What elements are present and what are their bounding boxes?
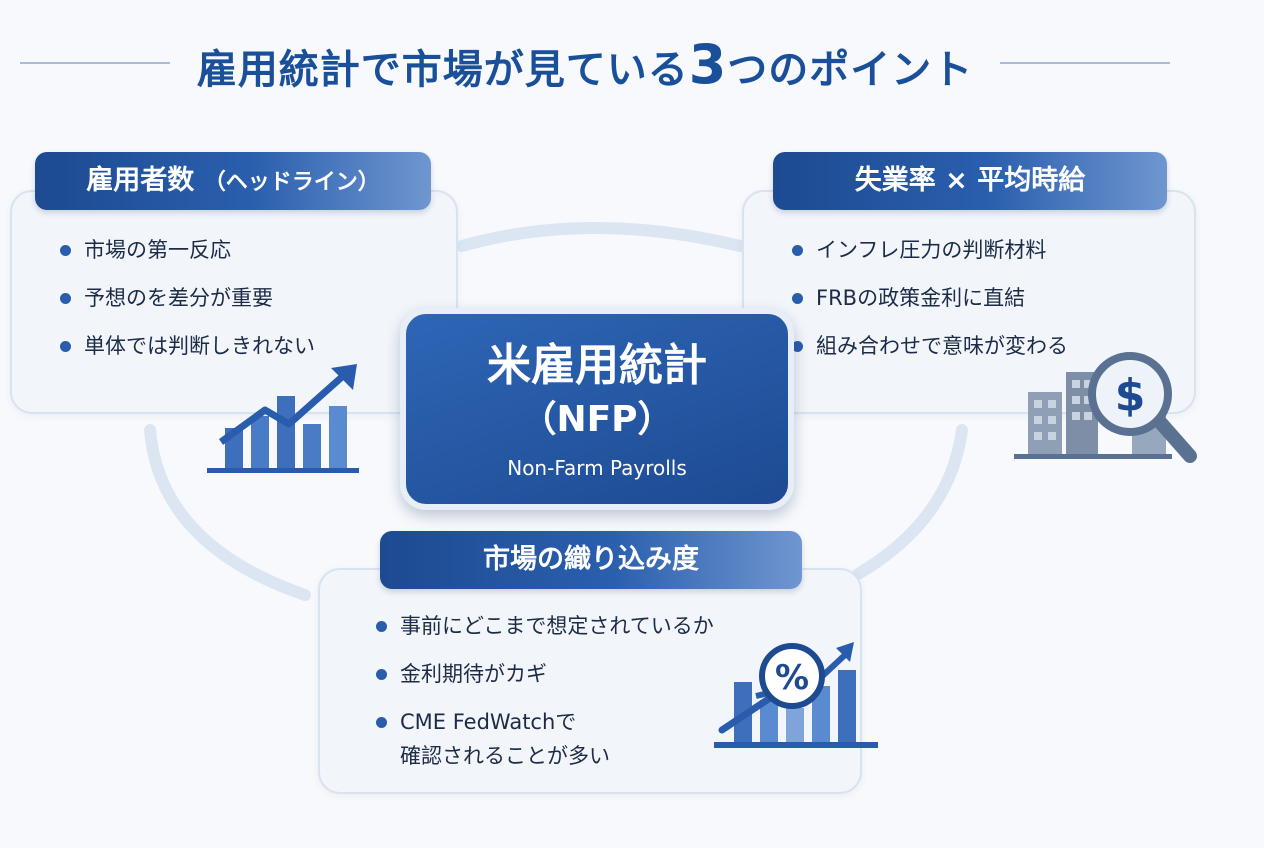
bar-chart-up-arrow-icon	[207, 364, 359, 473]
list-item-line: CME FedWatchで	[400, 710, 577, 734]
list-item-line: 確認されることが多い	[400, 744, 610, 768]
center-nfp-box: 米雇用統計 （NFP） Non-Farm Payrolls	[400, 308, 794, 510]
svg-text:%: %	[775, 658, 809, 698]
card-pricing-label: 市場の織り込み度	[380, 531, 802, 589]
card-headline-bullets: 市場の第一反応 予想のを差分が重要 単体では判断しきれない	[60, 236, 315, 360]
card-wages-label: 失業率 × 平均時給	[773, 152, 1167, 210]
card-headline	[10, 190, 458, 414]
list-item: CME FedWatchで 確認されることが多い	[376, 708, 714, 770]
title-row: 雇用統計で市場が見ている3つのポイント	[0, 30, 1264, 100]
title-divider-left	[20, 62, 170, 64]
list-item: 単体では判断しきれない	[60, 332, 315, 360]
title-suffix: つのポイント	[727, 47, 974, 93]
center-subtitle: Non-Farm Payrolls	[507, 456, 687, 480]
list-item: 組み合わせで意味が変わる	[792, 332, 1068, 360]
center-abbreviation: （NFP）	[520, 399, 674, 440]
list-item: FRBの政策金利に直結	[792, 284, 1068, 312]
list-item: 市場の第一反応	[60, 236, 315, 264]
card-headline-label-text: 雇用者数	[86, 165, 195, 196]
title-prefix: 雇用統計で市場が見ている	[196, 47, 689, 93]
page-title: 雇用統計で市場が見ている3つのポイント	[185, 30, 985, 100]
center-main-title: 米雇用統計	[487, 340, 707, 391]
list-item: インフレ圧力の判断材料	[792, 236, 1068, 264]
card-wages-bullets: インフレ圧力の判断材料 FRBの政策金利に直結 組み合わせで意味が変わる	[792, 236, 1068, 360]
percent-bar-chart-icon: %	[714, 642, 878, 748]
card-pricing-bullets: 事前にどこまで想定されているか 金利期待がカギ CME FedWatchで 確認…	[376, 612, 714, 770]
card-headline-label-paren: （ヘッドライン）	[203, 170, 380, 195]
list-item: 事前にどこまで想定されているか	[376, 612, 714, 640]
list-item: 金利期待がカギ	[376, 660, 714, 688]
building-dollar-magnifier-icon: $	[1014, 352, 1197, 463]
title-divider-right	[1000, 62, 1170, 64]
list-item: 予想のを差分が重要	[60, 284, 315, 312]
title-number: 3	[688, 33, 728, 96]
svg-text:$: $	[1115, 370, 1146, 421]
card-headline-label: 雇用者数 （ヘッドライン）	[35, 152, 431, 210]
